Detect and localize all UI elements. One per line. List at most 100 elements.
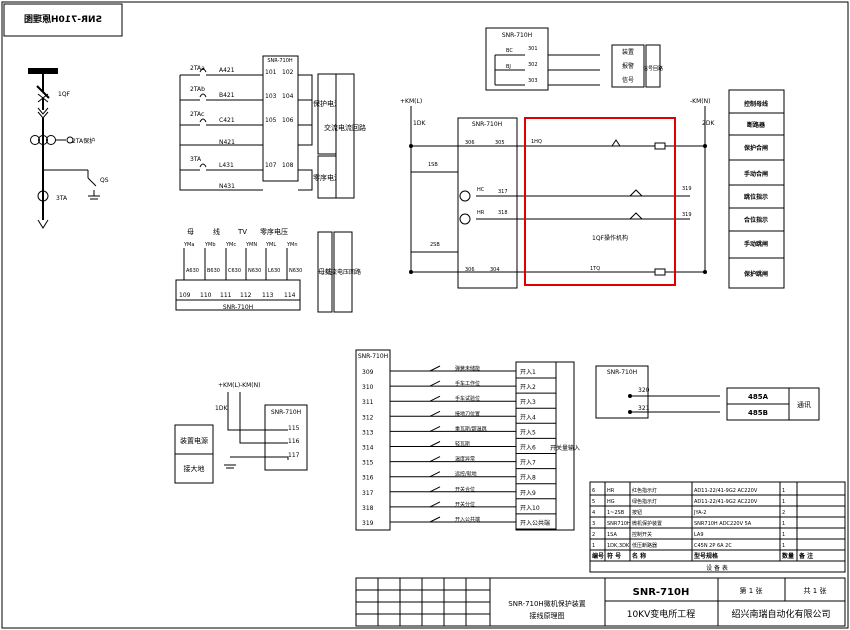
- wire-label: YMc: [225, 242, 236, 248]
- terminal-number: 315: [362, 460, 374, 467]
- terminal-number: 113: [262, 292, 274, 299]
- input-label: 弹簧未储能: [455, 365, 480, 372]
- plus-km-label: +KM(L): [400, 98, 422, 105]
- control-label: 保护合闸: [743, 144, 768, 152]
- equipment-cell: 1: [782, 532, 785, 538]
- zero-current-label: 零序电流: [313, 173, 341, 182]
- terminal-number: 101: [265, 69, 277, 76]
- equipment-cell: C45N 2P 6A 2C: [694, 543, 732, 549]
- voltage-section: 母 线 TV 零序电压 SNR-710H YMa A630 109 YMb B6…: [175, 227, 361, 313]
- control-section: +KM(L) -KM(N) 1DK 2DK SNR-710H 306 305 3…: [400, 89, 785, 289]
- terminal-number: 301: [528, 46, 538, 52]
- equipment-cell: 1SA: [607, 532, 617, 538]
- equipment-header: 名 称: [632, 552, 646, 560]
- terminal-number: 311: [362, 399, 374, 406]
- equipment-cell: 2: [782, 510, 785, 516]
- equipment-header: 符 号: [607, 552, 621, 560]
- equipment-cell: 1: [782, 543, 785, 549]
- lamp-label: HC: [477, 187, 485, 193]
- ct-name: 2TAc: [190, 111, 204, 118]
- equipment-cell: AD11-22/41-9G2 AC220V: [694, 499, 758, 505]
- contact-label: BJ: [506, 64, 511, 70]
- terminal-number: 318: [498, 210, 508, 216]
- control-label: 控制母线: [744, 100, 768, 108]
- terminal-number: 103: [265, 93, 277, 100]
- comm-side-label: 通讯: [797, 400, 811, 409]
- open-input-column: [515, 361, 557, 531]
- terminal-number: 111: [220, 292, 232, 299]
- terminal-number: 319: [682, 186, 692, 192]
- equipment-cell: 1: [782, 499, 785, 505]
- ac-loop-label: 交流电流回路: [324, 123, 366, 132]
- input-module-label: SNR-710H: [358, 353, 388, 360]
- equipment-cell: 微机保护装置: [632, 520, 662, 527]
- terminal-number: 104: [282, 93, 294, 100]
- voltage-wire: YML L630 113: [262, 242, 280, 299]
- signal-label: 信号: [622, 76, 634, 84]
- ac-voltage-box: [333, 231, 353, 313]
- ct-name: 3TA: [190, 156, 202, 163]
- terminal-number: 321: [638, 405, 650, 412]
- contact-label: BC: [506, 48, 513, 54]
- node-label: N630: [289, 268, 302, 274]
- relay-module-box: [485, 27, 549, 91]
- terminal-number: 109: [179, 292, 191, 299]
- equipment-header: 备 注: [798, 552, 813, 560]
- ct-section: SNR-710H 2TAa A421 101 102 2TAb B421 103…: [179, 55, 366, 199]
- drawing-subtitle: 接线原理图: [530, 611, 565, 620]
- wire-label: YMN: [245, 242, 257, 248]
- open-input-label: 开入1: [520, 369, 536, 376]
- busbar-label-box: [317, 231, 333, 313]
- equipment-header: 编号: [592, 552, 604, 560]
- minus-km-label: -KM(N): [690, 98, 710, 105]
- voltage-header: TV: [237, 228, 247, 236]
- coil-label: 1HQ: [531, 139, 542, 145]
- wire-label: B421: [219, 92, 235, 99]
- sheet-number: 第 1 张: [740, 586, 763, 595]
- open-input-label: 开入5: [520, 429, 536, 436]
- voltage-module-label: SNR-710H: [223, 304, 253, 311]
- equipment-cell: 按钮: [632, 509, 642, 516]
- control-label: 手动跳闸: [744, 240, 768, 248]
- terminal-number: 313: [362, 429, 374, 436]
- terminal-number: 305: [495, 140, 505, 146]
- wire-label: L431: [219, 162, 234, 169]
- wire-label: YMn: [286, 242, 298, 248]
- equipment-cell: 3: [592, 521, 595, 527]
- voltage-wire: YMn N630 114: [284, 242, 302, 299]
- open-input-label: 开入公共端: [520, 519, 550, 527]
- title-block: SNR-710H 第 1 张 共 1 张 SNR-710H微机保护装置 接线原理…: [355, 577, 846, 627]
- terminal-number: 303: [528, 78, 538, 84]
- equipment-caption: 设 备 表: [706, 564, 728, 572]
- terminal-number: 309: [362, 369, 374, 376]
- equipment-cell: 6: [592, 488, 595, 494]
- voltage-wire: YMc C630 111: [220, 242, 241, 299]
- equipment-cell: 控制开关: [632, 531, 652, 538]
- terminal-number: 319: [362, 520, 374, 527]
- rs485a-label: 485A: [748, 393, 769, 401]
- terminal-number: 106: [282, 117, 294, 124]
- ac-loop-box: [335, 73, 355, 199]
- equipment-cell: 低压断路器: [632, 542, 657, 549]
- input-label: 温度异常: [455, 456, 475, 463]
- open-input-label: 开入7: [520, 460, 536, 467]
- minus-km-label: -KM(N): [240, 382, 260, 389]
- input-label: 轻瓦斯: [455, 441, 470, 448]
- mirrored-title: SNR-710H原理图: [24, 14, 102, 25]
- open-input-label: 开入3: [520, 399, 536, 406]
- wire-label: YML: [265, 242, 276, 248]
- lamp-label: HR: [477, 210, 485, 216]
- wire-label: C421: [219, 117, 235, 124]
- zero-ct-label: 3TA: [56, 195, 68, 202]
- title-box: [3, 3, 123, 37]
- equipment-cell: 4: [592, 510, 595, 516]
- mechanism-highlight: [524, 117, 676, 286]
- terminal-number: 306: [465, 267, 475, 273]
- open-input-label: 开入9: [520, 490, 536, 497]
- input-label: 手车试验位: [455, 395, 480, 402]
- equipment-cell: HG: [607, 499, 615, 505]
- ct-row: 2TAa A421 101 102: [190, 65, 294, 76]
- terminal-number: 116: [288, 438, 300, 445]
